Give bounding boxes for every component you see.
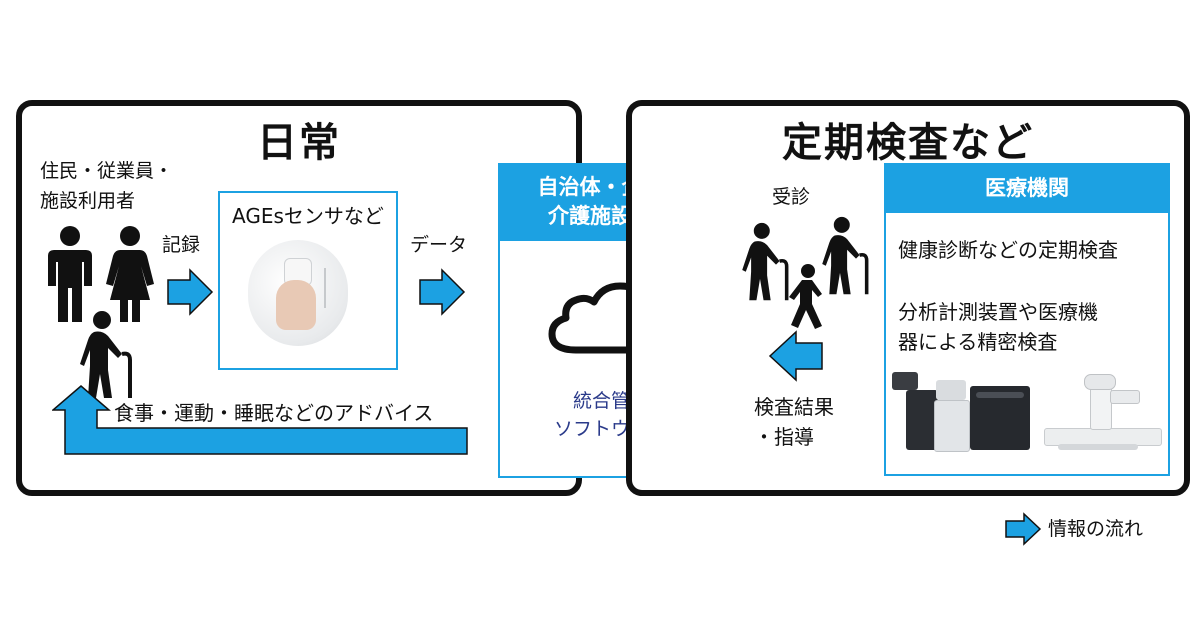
data-label: データ (410, 234, 468, 256)
elderly-person-icon (80, 311, 132, 398)
people-label-line2: 施設利用者 (40, 190, 136, 212)
medical-item2-line2: 器による精密検査 (898, 330, 1058, 354)
elderly-person-icon (742, 222, 789, 301)
people-label-line1: 住民・従業員・ (40, 160, 174, 182)
medical-item1: 健康診断などの定期検査 (898, 238, 1118, 262)
medical-item2-line1: 分析計測装置や医療機 (898, 300, 1098, 324)
result-label-line2: ・指導 (754, 425, 814, 449)
sensor-image (248, 240, 348, 346)
person-man-icon (48, 226, 92, 322)
arrow-right-icon (167, 268, 214, 316)
sensor-title: AGEsセンサなど (232, 204, 384, 228)
visit-label: 受診 (772, 186, 811, 208)
advice-label: 食事・運動・睡眠などのアドバイス (114, 401, 434, 425)
person-woman-icon (106, 226, 154, 322)
record-label: 記録 (162, 234, 201, 256)
daily-title: 日常 (257, 120, 341, 166)
checkup-title: 定期検査など (782, 120, 1034, 166)
arrow-up-return-icon (52, 385, 468, 455)
walking-person-icon (789, 264, 822, 329)
result-label-line1: 検査結果 (754, 395, 834, 419)
arrow-right-icon (419, 268, 466, 316)
analyzer-image (890, 368, 1034, 456)
arrow-left-icon (768, 330, 823, 382)
elderly-person-icon (822, 216, 869, 295)
medical-device-image (1044, 372, 1162, 454)
legend-arrow-icon (1005, 512, 1042, 546)
legend-label: 情報の流れ (1048, 518, 1144, 540)
medical-header: 医療機関 (884, 163, 1170, 213)
